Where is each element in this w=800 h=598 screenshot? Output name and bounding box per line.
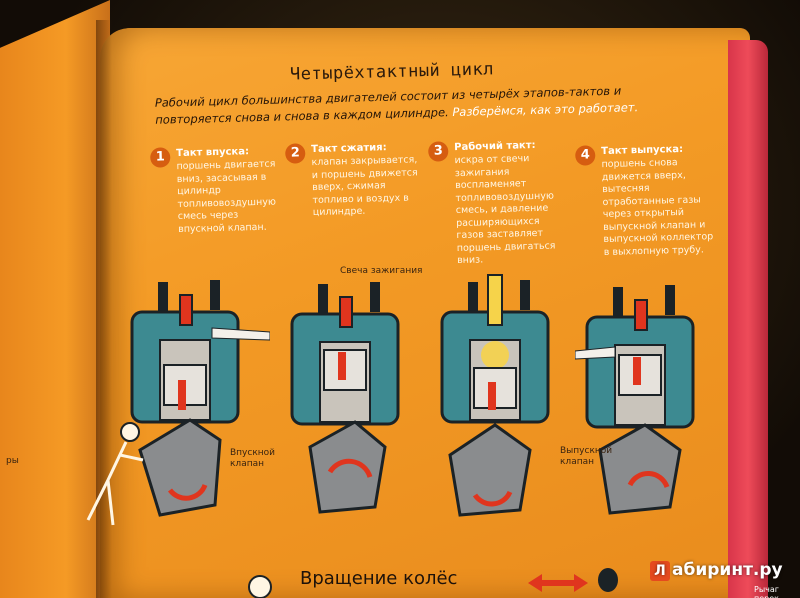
double-arrow-icon [528,574,588,592]
next-page-edge [728,40,768,598]
rotation-arrow [472,490,513,507]
exhaust-arrow [575,346,616,360]
step-description: искра от свечи зажигания воспламеняет то… [454,153,556,267]
valve-stem [520,280,530,310]
left-page [0,0,110,598]
wheel-icon [248,575,272,598]
corner-note: Рычаг перек [754,585,779,598]
engine-compression-illustration [290,282,400,514]
step-heading: Такт выпуска: [601,143,684,158]
intake-arrow [211,327,270,341]
step-description: клапан закрывается, и поршень движется в… [311,154,418,219]
valve-stem [665,285,675,315]
spark-plug [179,294,193,326]
up-arrow [338,352,346,380]
section-title-wheels: Вращение колёс [300,568,458,589]
rotation-arrow [167,483,208,501]
step-heading: Такт впуска: [176,146,250,160]
up-arrow [633,357,641,385]
intake-valve-label: Впускной клапан [230,448,276,469]
down-arrow [178,380,186,410]
valve-stem [468,282,478,312]
valve-stem [370,282,380,312]
step-description: поршень двигается вниз, засасывая в цили… [176,158,277,235]
engine-intake-illustration [130,280,270,517]
valve-stem [210,280,220,310]
spark-plug-label: Свеча зажигания [340,266,423,276]
engine-power-illustration [440,274,550,517]
stick-figure-illustration [86,422,144,526]
spark-plug [487,274,503,326]
down-arrow [488,382,496,410]
crankshaft [308,420,387,514]
crankshaft [138,418,222,517]
rotation-arrow [627,471,670,488]
exhaust-valve-label: Выпускной клапан [560,446,613,467]
rotation-arrow [327,458,373,478]
step-heading: Такт сжатия: [311,142,387,156]
spark-plug [339,296,353,328]
valve-stem [613,287,623,317]
valve-stem [158,282,168,312]
watermark-text: абиринт.ру [672,560,783,580]
engine-exhaust-illustration [575,285,695,515]
watermark-logo: Л [650,561,670,581]
spark-plug [634,299,648,331]
book-spine-shadow [96,20,112,598]
left-page-text-fragment: ры [6,456,19,466]
crankshaft [598,423,682,515]
step-description: поршень снова движется вверх, вытесняя о… [601,157,714,258]
gear-lever-icon [598,568,618,592]
ignition-flash [481,341,509,369]
valve-stem [318,284,328,314]
step-heading: Рабочий такт: [454,139,536,154]
intro-highlight: Разберёмся, как это работает. [452,100,639,120]
